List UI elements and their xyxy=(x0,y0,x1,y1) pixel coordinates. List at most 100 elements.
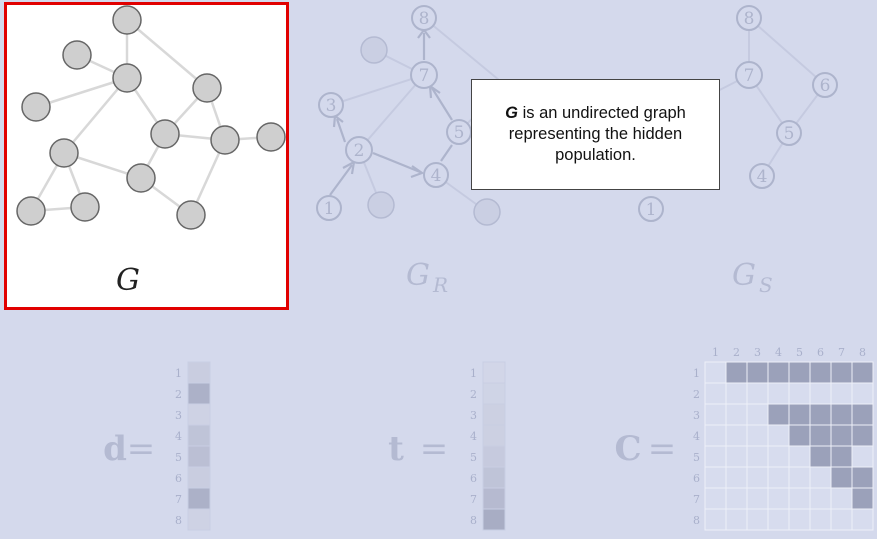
c-matrix-cell xyxy=(809,508,832,531)
callout-body: is an undirected graph representing the … xyxy=(508,104,686,164)
c-matrix-cell xyxy=(704,424,727,447)
graph-gr-label: G xyxy=(406,258,430,293)
c-matrix-cell xyxy=(830,382,853,405)
c-matrix-col-index: 1 xyxy=(712,346,719,359)
c-matrix-cell xyxy=(851,424,874,447)
c-matrix-row-index: 6 xyxy=(693,472,700,485)
c-matrix-cell xyxy=(788,361,811,384)
c-matrix-cell xyxy=(725,487,748,510)
t-vector-cell xyxy=(482,361,506,384)
c-matrix-cell xyxy=(725,403,748,426)
c-matrix-cell xyxy=(788,508,811,531)
d-vector-index: 1 xyxy=(175,367,182,380)
svg-text:8: 8 xyxy=(419,9,430,29)
c-matrix-col-index: 8 xyxy=(859,346,866,359)
c-matrix-cell xyxy=(725,361,748,384)
svg-text:7: 7 xyxy=(419,66,430,86)
d-vector-cell xyxy=(187,382,211,405)
c-matrix-cell xyxy=(830,508,853,531)
c-matrix-cell xyxy=(830,361,853,384)
t-vector-index: 2 xyxy=(470,388,477,401)
c-matrix-cell xyxy=(746,445,769,468)
d-vector-cell xyxy=(187,424,211,447)
t-vector-index: 6 xyxy=(470,472,477,485)
c-matrix-cell xyxy=(851,445,874,468)
d-vector-index: 7 xyxy=(175,493,182,506)
d-vector-cell xyxy=(187,361,211,384)
d-vector-cell xyxy=(187,487,211,510)
d-equals: = xyxy=(127,429,156,469)
c-matrix-cell xyxy=(704,445,727,468)
svg-text:4: 4 xyxy=(431,166,442,186)
c-matrix-cell xyxy=(725,508,748,531)
d-vector-index: 5 xyxy=(175,451,182,464)
d-vector-cell xyxy=(187,508,211,531)
graph-gr: 8 7 3 2 4 5 1 xyxy=(316,5,506,226)
c-matrix-cell xyxy=(851,382,874,405)
graph-g: G xyxy=(16,5,286,298)
svg-text:3: 3 xyxy=(326,96,337,116)
c-matrix-cell xyxy=(725,382,748,405)
c-matrix-cell xyxy=(746,466,769,489)
explanation-callout: G is an undirected graph representing th… xyxy=(471,79,720,190)
d-vector-label: d xyxy=(103,429,127,469)
c-matrix-col-index: 6 xyxy=(817,346,824,359)
c-matrix-cell xyxy=(788,382,811,405)
d-vector-index: 3 xyxy=(175,409,182,422)
c-matrix-cell xyxy=(704,361,727,384)
svg-text:1: 1 xyxy=(646,200,657,220)
c-matrix-cell xyxy=(830,403,853,426)
c-matrix-cell xyxy=(809,424,832,447)
c-matrix-row-index: 5 xyxy=(693,451,700,464)
c-matrix-cell xyxy=(746,508,769,531)
c-matrix-cell xyxy=(704,466,727,489)
d-vector-cell xyxy=(187,466,211,489)
c-matrix-cell xyxy=(767,361,790,384)
c-matrix-cell xyxy=(830,445,853,468)
c-matrix-cell xyxy=(767,424,790,447)
c-matrix-col-index: 2 xyxy=(733,346,740,359)
t-vector-index: 3 xyxy=(470,409,477,422)
t-equals: = xyxy=(420,429,449,469)
svg-text:6: 6 xyxy=(820,76,831,96)
c-matrix-cell xyxy=(809,361,832,384)
graph-g-label: G xyxy=(116,263,140,298)
c-matrix-cell xyxy=(725,445,748,468)
c-matrix-row-index: 1 xyxy=(693,367,700,380)
t-vector-cell xyxy=(482,508,506,531)
c-matrix-cell xyxy=(704,487,727,510)
c-matrix-cell xyxy=(746,424,769,447)
c-matrix-cell xyxy=(767,508,790,531)
c-matrix-cell xyxy=(704,403,727,426)
c-matrix-cell xyxy=(725,466,748,489)
graph-gs-subscript: S xyxy=(759,273,773,297)
d-vector-index: 4 xyxy=(175,430,182,443)
c-matrix-row-index: 3 xyxy=(693,409,700,422)
d-vector-index: 8 xyxy=(175,514,182,527)
t-vector-label: t xyxy=(388,429,404,469)
svg-text:5: 5 xyxy=(784,124,795,144)
c-matrix-col-index: 3 xyxy=(754,346,761,359)
t-vector-cell xyxy=(482,424,506,447)
c-matrix-cell xyxy=(788,445,811,468)
c-matrix-cell xyxy=(830,487,853,510)
c-matrix-cell xyxy=(788,403,811,426)
c-matrix-cell xyxy=(725,424,748,447)
c-matrix-cell xyxy=(746,403,769,426)
c-matrix-cell xyxy=(809,466,832,489)
graph-gr-subscript: R xyxy=(432,273,448,297)
c-matrix-cell xyxy=(767,487,790,510)
c-matrix-cell xyxy=(767,403,790,426)
c-matrix-cell xyxy=(809,403,832,426)
c-equals: = xyxy=(648,429,677,469)
t-vector-cell xyxy=(482,487,506,510)
c-matrix-cell xyxy=(851,487,874,510)
c-matrix-cell xyxy=(767,466,790,489)
c-matrix-cell xyxy=(851,508,874,531)
c-matrix-row-index: 7 xyxy=(693,493,700,506)
c-matrix-cell xyxy=(704,382,727,405)
